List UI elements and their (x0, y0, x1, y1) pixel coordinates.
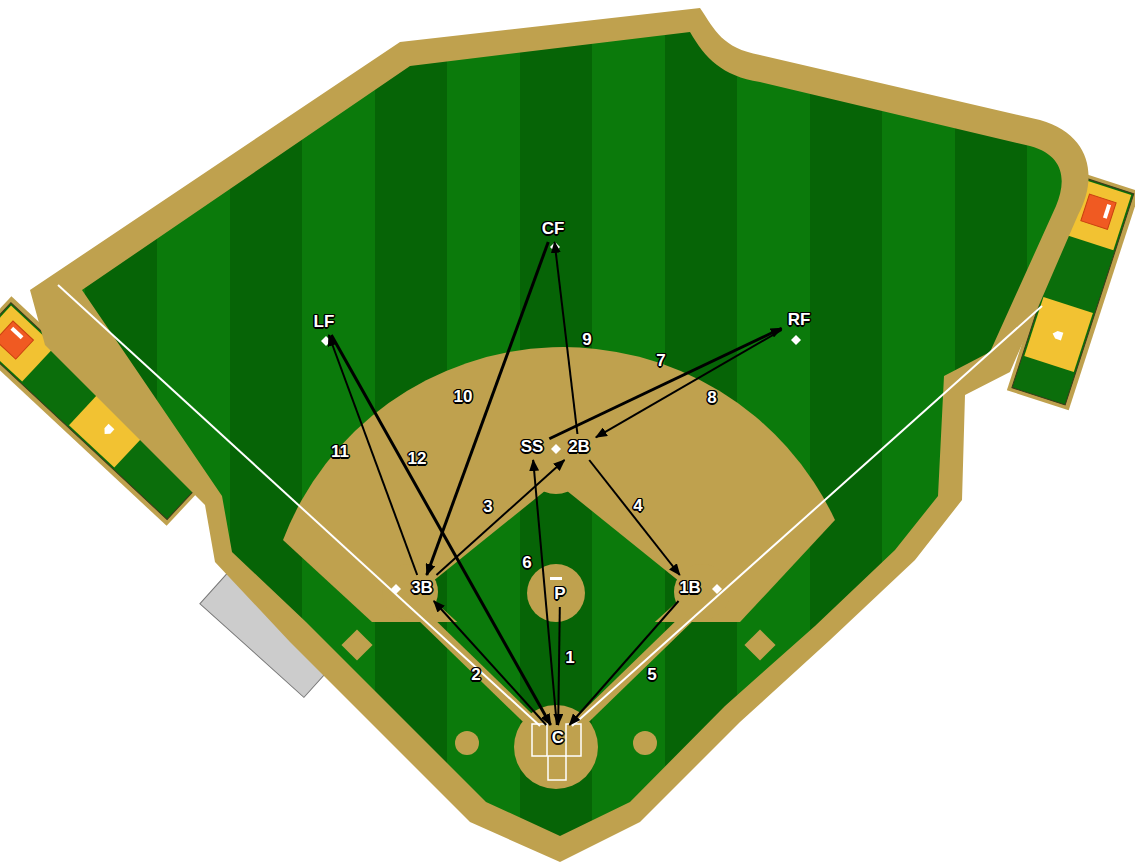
position-label: RF (785, 310, 814, 330)
throw-arrow (589, 460, 680, 575)
callout-number: 5 (647, 666, 656, 684)
throw-arrow (549, 328, 781, 439)
position-label: SS (518, 437, 547, 457)
position-label: LF (311, 312, 338, 332)
position-name: CF (542, 220, 565, 238)
throw-arrow (331, 335, 550, 725)
position-name: 3B (411, 579, 433, 597)
throw-arrow (555, 242, 578, 434)
callout-number: 7 (656, 352, 665, 370)
throw-arrow (569, 601, 678, 725)
position-name: 2B (568, 438, 590, 456)
throw-arrow (533, 460, 557, 725)
callout-number: 11 (331, 443, 349, 461)
position-name: SS (521, 438, 544, 456)
position-name: P (554, 585, 565, 603)
position-label: 3B (408, 578, 436, 598)
callout-number: 2 (471, 666, 480, 684)
position-name: 1B (679, 579, 701, 597)
position-label: 1B (676, 578, 704, 598)
throw-arrow (329, 335, 417, 575)
throw-arrow (427, 242, 549, 575)
callout-number: 6 (522, 554, 531, 572)
callout-number: 1 (565, 649, 574, 667)
callout-number: 4 (633, 497, 642, 515)
position-label: 2B (565, 437, 593, 457)
throw-arrow (596, 330, 782, 437)
callout-number: 9 (582, 331, 591, 349)
position-name: LF (314, 313, 335, 331)
throw-arrow (558, 607, 560, 725)
position-label: CF (539, 219, 568, 239)
position-label: C (549, 728, 567, 748)
callout-number: 12 (408, 450, 427, 468)
position-label: P (551, 584, 568, 604)
position-name: C (552, 729, 564, 747)
callout-number: 3 (483, 498, 492, 516)
position-name: RF (788, 311, 811, 329)
callout-number: 10 (454, 388, 473, 406)
callout-number: 8 (707, 389, 716, 407)
